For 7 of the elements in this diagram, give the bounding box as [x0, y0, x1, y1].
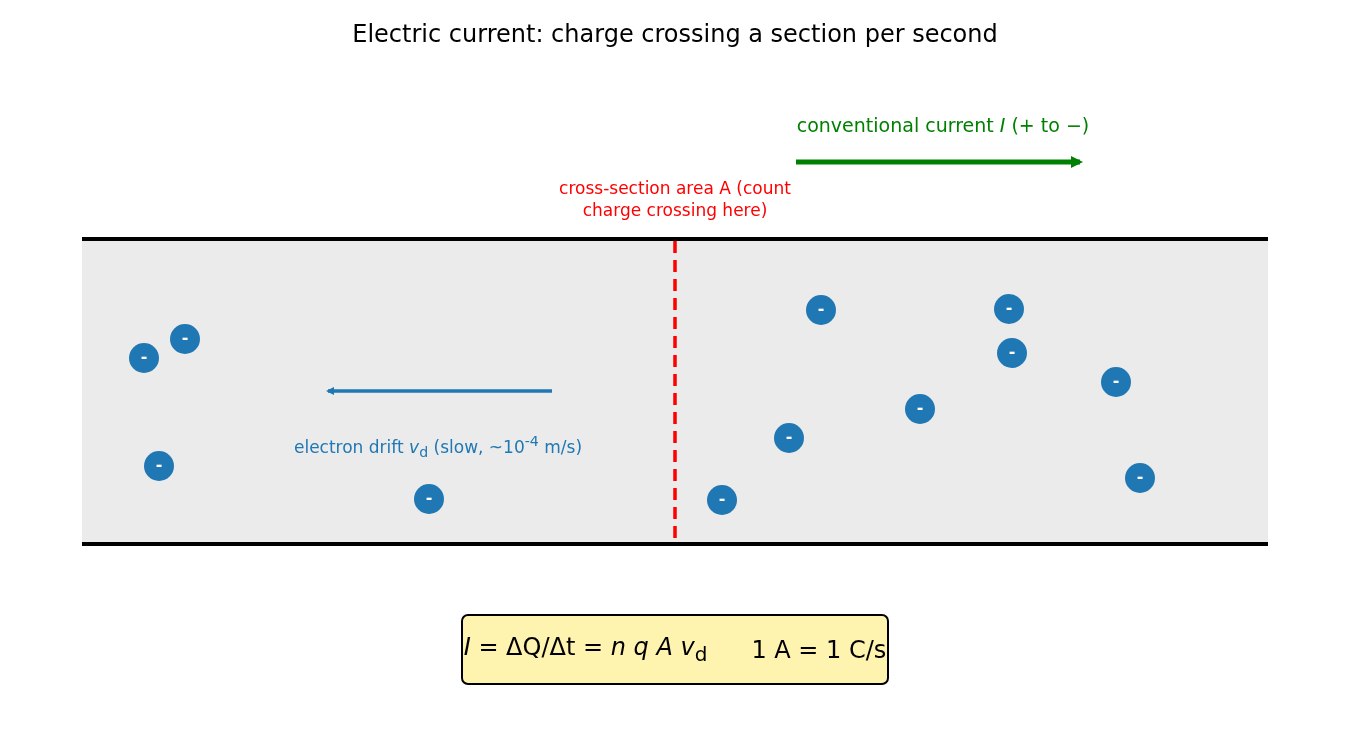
formula-box — [461, 614, 889, 685]
title: Electric current: charge crossing a section per second — [351, 20, 999, 48]
arrow-label: conventional current I (+ to −) — [795, 114, 1091, 136]
formula: 1 A = 1 C/s — [751, 635, 887, 664]
cross-section-label: cross-section area A (count charge crossing here) — [558, 177, 792, 221]
arrow-label: electron drift v$_{d}$ (slow, ~10$^{-4}$ m/s) — [292, 433, 584, 461]
formula: I = ΔQ/Δt = n q A v$_{d}$ — [463, 633, 708, 666]
